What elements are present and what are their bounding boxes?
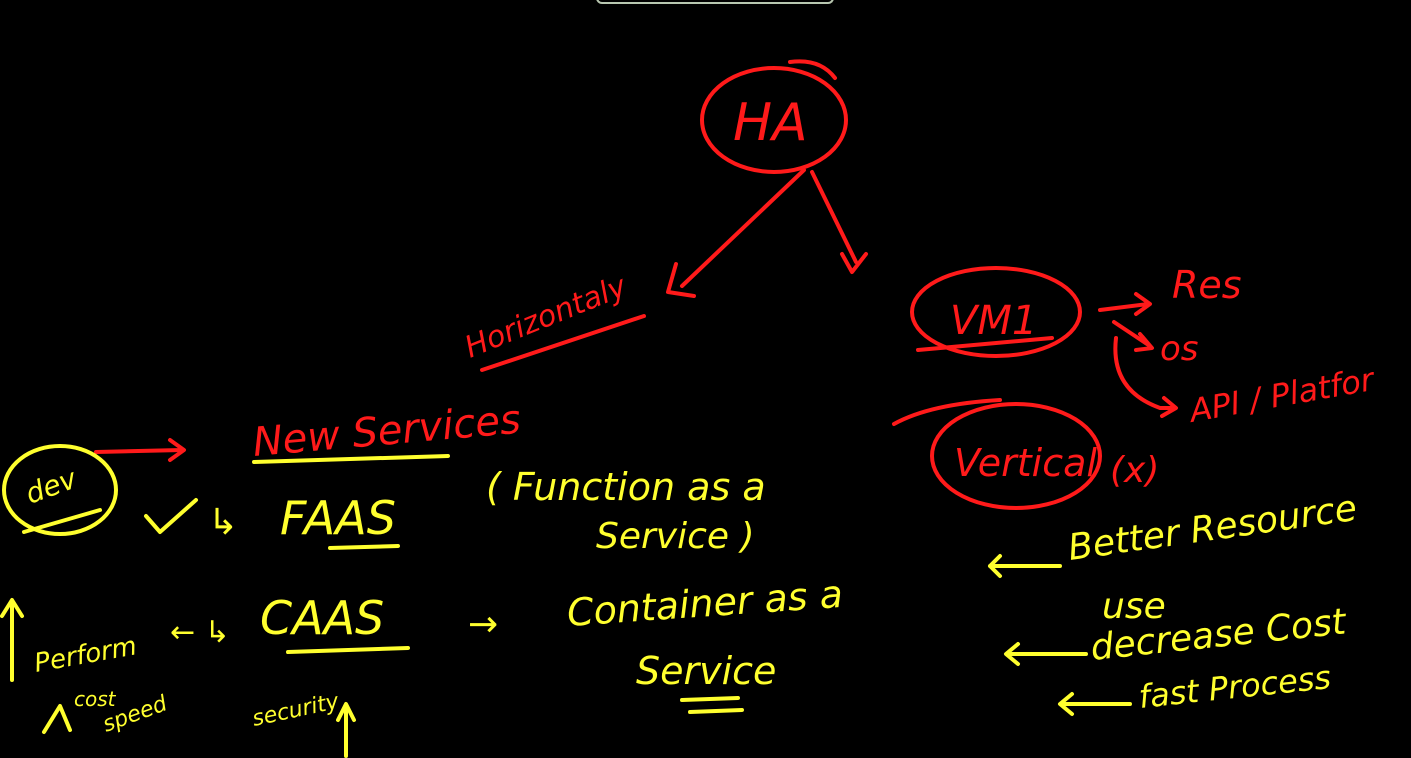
caas-arrow: ← ↳ (170, 615, 230, 650)
faas-arrow: ↳ (208, 502, 238, 543)
faas-underline (328, 544, 400, 550)
check-mark (144, 498, 198, 534)
ha-right-arrowhead (840, 252, 868, 274)
ha-label: HA (733, 93, 808, 153)
security-label: security (250, 689, 342, 732)
fast-process-label: fast Process (1137, 658, 1333, 716)
decrease-cost-arrow (1004, 642, 1088, 666)
better-resource-label: Better Resource (1066, 488, 1360, 569)
vertical-circle (930, 402, 1102, 510)
ha-right-branch (810, 170, 858, 264)
better-resource-arrow (988, 554, 1062, 578)
vm1-circle (910, 266, 1082, 358)
caas-to-arrow: → (468, 604, 498, 645)
caas-underline (286, 646, 410, 654)
os-label: os (1160, 329, 1199, 369)
fast-process-arrow (1058, 692, 1132, 716)
caas-desc-line2: Service (636, 649, 776, 693)
horizontal-underline (480, 314, 646, 372)
vm1-label: VM1 (950, 298, 1037, 344)
horizontal-label: Horizontaly (460, 268, 633, 365)
perform-label: Perform (32, 631, 139, 679)
ha-left-arrowhead (666, 262, 696, 298)
res-label: Res (1172, 263, 1242, 307)
dev-circle (2, 444, 118, 536)
new-services-underline (252, 454, 450, 464)
ha-circle (700, 66, 848, 174)
vm1-underline (916, 336, 1054, 352)
api-platform-label: API / Platfor (1185, 360, 1379, 430)
dev-label: dev (21, 462, 81, 511)
vm1-to-res-arrow (1098, 292, 1152, 316)
faas-desc-line2: Service ) (596, 516, 755, 557)
cost-up-arrow (42, 704, 72, 734)
dev-to-new-services-arrow (94, 438, 186, 462)
cost-label: cost (74, 687, 117, 711)
vm1-to-os-arrow (1112, 320, 1154, 352)
ha-left-branch (680, 168, 806, 288)
caas-label: CAAS (260, 591, 384, 645)
security-up-arrow (336, 702, 356, 758)
dev-underline (22, 508, 102, 534)
vm1-to-api-arrow (1113, 336, 1178, 418)
faas-desc-line1: ( Function as a (486, 465, 766, 509)
vertical-mark: (x) (1110, 450, 1159, 491)
caas-desc-double-underline (680, 696, 744, 714)
ha-circle-tail (788, 59, 837, 80)
new-services-label: New Services (251, 397, 523, 466)
faas-label: FAAS (280, 491, 396, 545)
use-label: use (1102, 586, 1166, 627)
vertical-circle-stroke (892, 398, 1002, 426)
caas-desc-line1: Container as a (566, 572, 845, 635)
perform-up-arrow (0, 598, 24, 682)
vertical-label: Vertical (954, 441, 1097, 485)
